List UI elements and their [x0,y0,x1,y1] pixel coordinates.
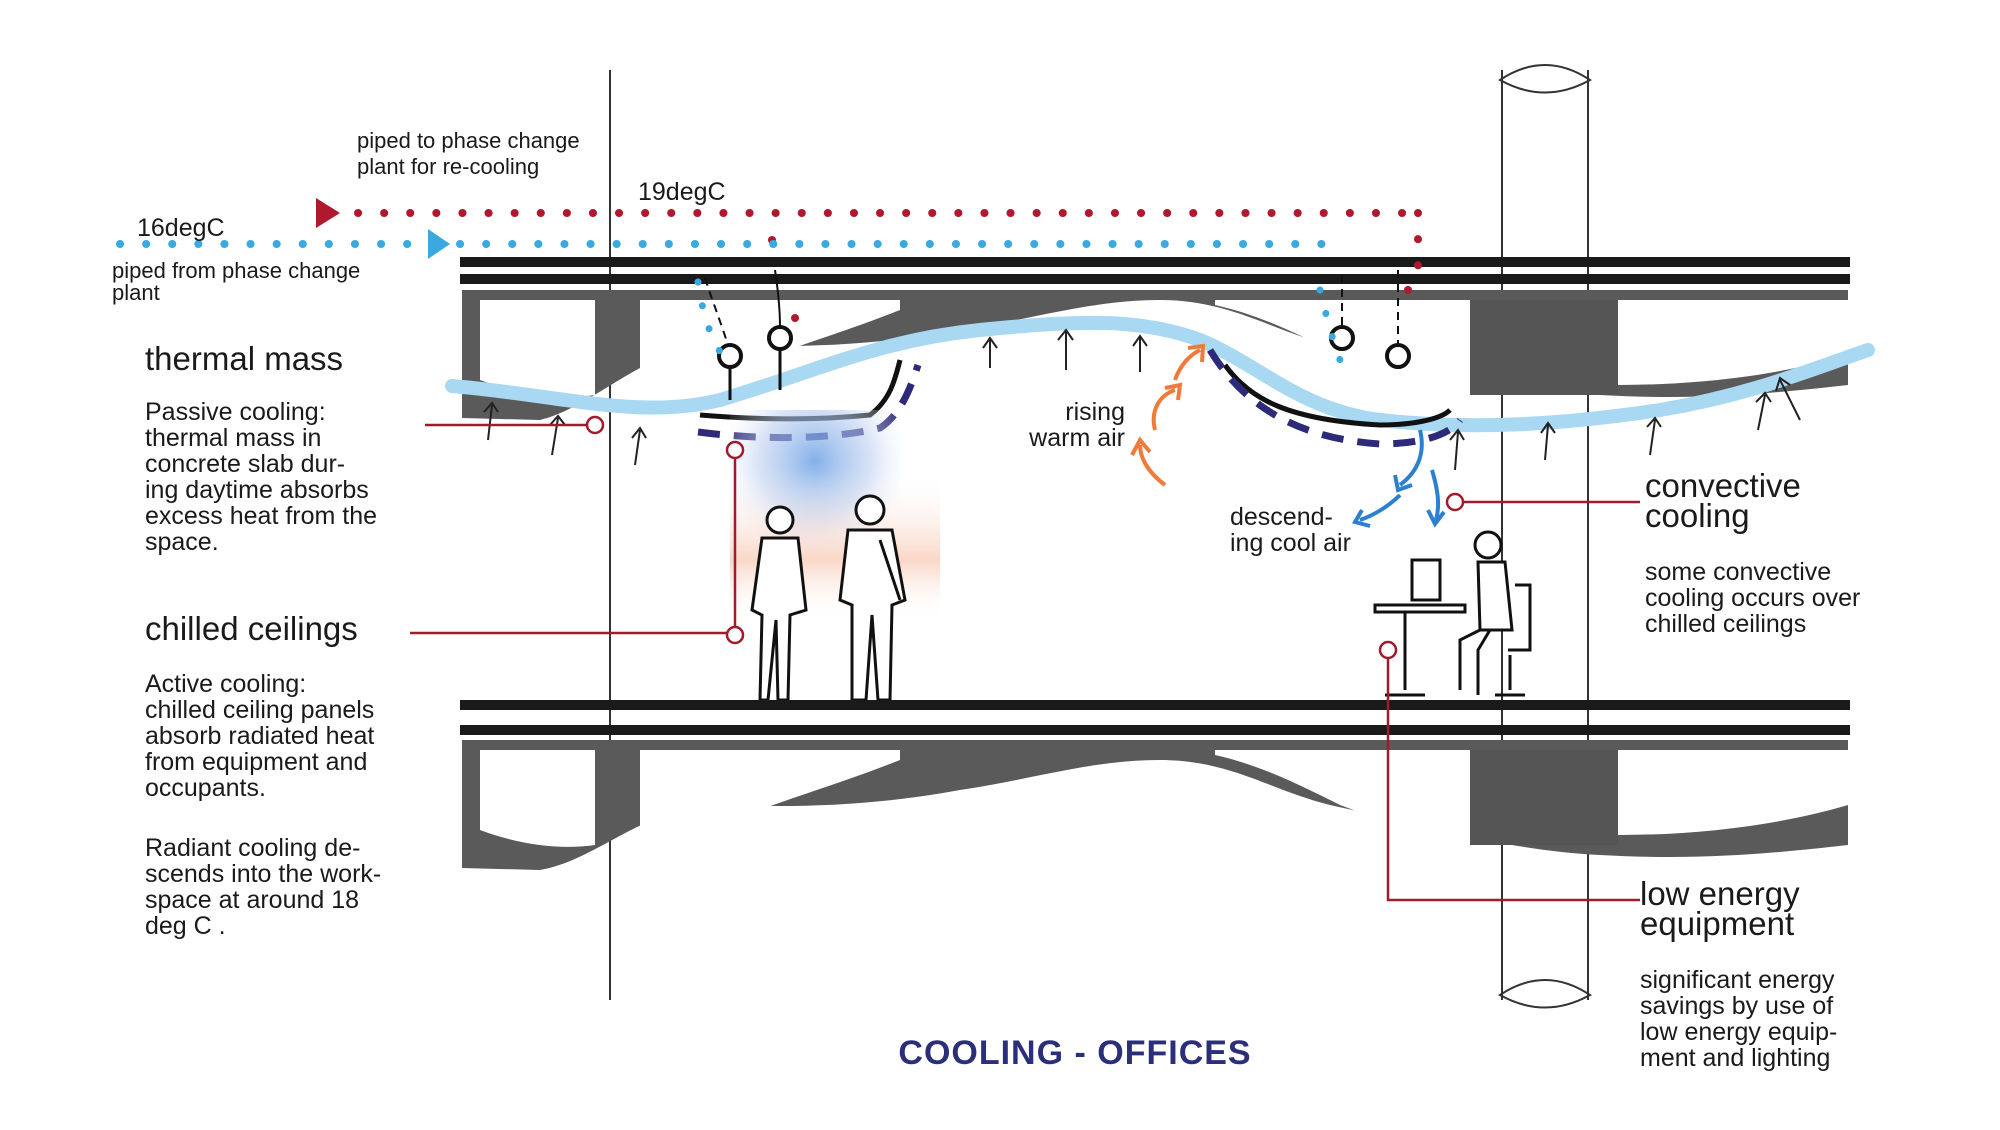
supply-arrowhead-icon [428,229,450,259]
low-energy-heading-line2: equipment [1640,905,1794,942]
return-pipe-label-line2: plant for re-cooling [357,154,539,179]
rising-air-label-line2: warm air [1028,424,1125,452]
low-energy-equipment-marker [1378,640,1398,660]
thermal-mass-body-line: ing daytime absorbs [145,476,369,504]
thermal-mass-body-line: space. [145,528,219,556]
thermal-mass-body: Passive cooling: thermal mass in concret… [145,398,377,556]
chilled-ceilings-body-line: occupants. [145,774,266,802]
return-arrowhead-icon [316,198,340,228]
chilled-ceilings-body-line: chilled ceiling panels [145,696,374,724]
thermal-mass-body-line: thermal mass in [145,424,321,452]
thermal-mass-band [445,315,1875,433]
chilled-ceilings-body-line: Active cooling: [145,670,306,698]
chilled-ceilings-body2-line: deg C . [145,912,226,940]
supply-pipe-label-line2: plant [112,280,160,305]
return-temp: 19degC [638,178,726,206]
rising-air-label-line1: rising [1065,398,1125,426]
supply-pipe-label-line1: piped from phase change [112,258,360,283]
chilled-ceilings-body2-line: Radiant cooling de- [145,834,360,862]
supply-pipe [116,229,1344,364]
convective-cooling-body-line: some convective [1645,558,1831,586]
convective-cooling-body-line: cooling occurs over [1645,584,1860,612]
convective-cooling-heading-line2: cooling [1645,497,1750,534]
lower-slab [460,725,1850,870]
floor-line [460,700,1850,710]
chilled-ceilings-body2-line: scends into the work- [145,860,381,888]
convective-cooling-body-line: chilled ceilings [1645,610,1806,638]
convective-cooling-marker [1445,492,1465,512]
chilled-ceilings-body: Active cooling: chilled ceiling panels a… [145,670,381,940]
chilled-ceilings-marker [725,625,745,645]
upper-slab [460,257,1850,420]
chilled-ceilings-heading: chilled ceilings [145,610,358,647]
heat-absorb-arrows [483,328,1801,471]
descending-air-label-line2: ing cool air [1230,529,1351,557]
descending-cool-air-arrows [1351,429,1446,528]
low-energy-equipment-leader [1386,652,1640,902]
thermal-mass-body-line: excess heat from the [145,502,377,530]
leader-lines [410,415,1640,902]
chilled-ceiling-panel-right [1206,270,1463,448]
chilled-ceilings-body-line: absorb radiated heat [145,722,374,750]
descending-air-label-line1: descend- [1230,503,1333,531]
supply-temp: 16degC [137,214,225,242]
thermal-mass-marker [585,415,605,435]
thermal-mass-body-line: Passive cooling: [145,398,326,426]
chilled-ceilings-body-line: from equipment and [145,748,367,776]
low-energy-body-line: low energy equip- [1640,1018,1837,1046]
thermal-mass-heading: thermal mass [145,340,343,377]
seated-worker [1373,530,1532,697]
low-energy-body-line: significant energy [1640,966,1835,994]
chilled-ceilings-body2-line: space at around 18 [145,886,359,914]
standing-occupants [750,494,907,702]
return-pipe-label-line1: piped to phase change [357,128,580,153]
low-energy-heading-line1: low energy [1640,875,1800,912]
column [1498,64,1592,1009]
diagram-title: COOLING - OFFICES [898,1034,1251,1072]
convective-cooling-heading-line1: convective [1645,467,1801,504]
low-energy-body-line: savings by use of [1640,992,1833,1020]
low-energy-body-line: ment and lighting [1640,1044,1830,1072]
chilled-ceilings-top-marker [725,440,745,460]
thermal-mass-body-line: concrete slab dur- [145,450,345,478]
rising-warm-air-arrows [1130,343,1206,487]
